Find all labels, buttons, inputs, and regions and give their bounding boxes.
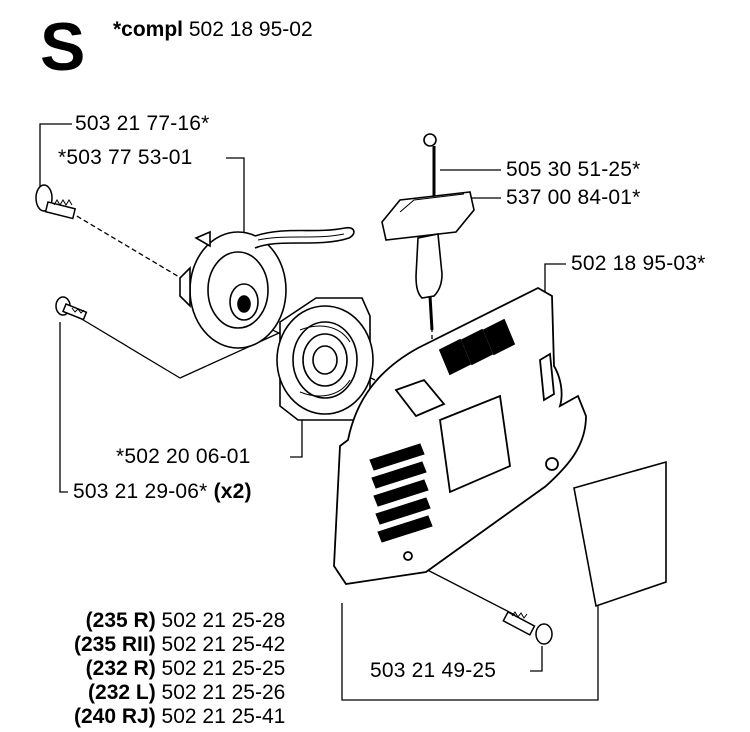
variant-part: 502 21 25-42 [161,633,286,656]
callout-502-18-95-03: 502 18 95-03* [571,252,706,275]
part-number: 503 21 29-06* [73,480,208,503]
variant-row: (235 RII) 502 21 25-42 [74,633,285,657]
callout-503-21-29-06: 503 21 29-06* (x2) [73,480,252,504]
leader-503-21-29-06 [59,322,68,493]
variant-model: (235 RII) [74,633,156,656]
variant-model: (232 L) [88,681,156,704]
leader-503-77-53-01 [226,157,245,232]
pulley [179,226,355,349]
starter-handle [381,133,475,331]
callout-503-21-49-25: 503 21 49-25 [370,659,497,682]
leader-502-20-06-01 [290,410,303,458]
leader-502-18-95-03 [544,263,566,292]
callout-503-77-53-01: *503 77 53-01 [58,146,193,169]
callout-505-30-51-25: 505 30 51-25* [506,158,641,181]
filter-plate [573,460,667,608]
variant-row: (232 R) 502 21 25-25 [74,657,286,681]
leader-503-21-49-25 [530,646,543,672]
complete-assembly-label: *compl 502 18 95-02 [113,18,313,42]
callout-503-21-77-16: 503 21 77-16* [75,112,210,135]
callout-502-20-06-01: *502 20 06-01 [116,445,251,468]
variant-part: 502 21 25-25 [161,657,286,680]
model-variants-table: (235 R) 502 21 25-28 (235 RII) 502 21 25… [74,609,285,729]
variant-model: (235 R) [85,609,156,632]
bolt-housing [502,610,553,645]
variant-model: (232 R) [85,657,156,680]
quantity: (x2) [213,480,252,503]
variant-row: (235 R) 502 21 25-28 [74,609,286,633]
variant-row: (232 L) 502 21 25-26 [74,681,285,705]
section-letter: S [40,9,86,85]
variant-part: 502 21 25-28 [161,609,286,632]
variant-part: 502 21 25-41 [161,705,286,728]
compl-number: 502 18 95-02 [188,18,313,41]
compl-prefix: *compl [113,18,184,41]
callout-537-00-84-01: 537 00 84-01* [506,186,641,209]
starter-housing [333,286,587,585]
variant-row: (240 RJ) 502 21 25-41 [74,705,285,729]
leader-503-21-77-16 [39,123,72,188]
variant-model: (240 RJ) [74,705,156,728]
bolt-upper [35,184,77,220]
bolt-small [55,296,88,321]
spring-cassette [276,297,374,421]
variant-part: 502 21 25-26 [161,681,286,704]
leader-variants [341,600,599,701]
